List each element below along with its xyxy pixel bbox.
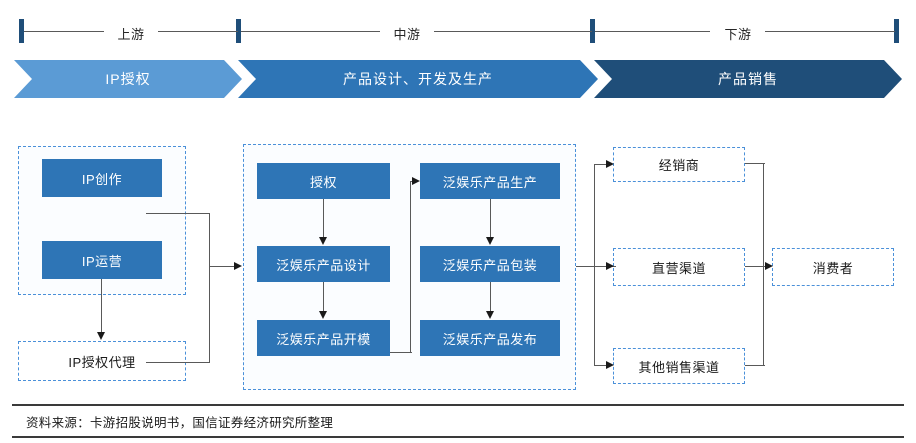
connector-channel-distribution-spine bbox=[594, 164, 596, 366]
ruler-line-seg1-left bbox=[24, 31, 104, 32]
ruler-line-seg3-left bbox=[595, 31, 710, 32]
stage-label: 产品销售 bbox=[718, 71, 778, 87]
ruler-line-seg2-left bbox=[241, 31, 380, 32]
arrow-to-other-channel bbox=[606, 361, 614, 369]
node-label: 泛娱乐产品包装 bbox=[442, 257, 538, 273]
ruler-label-downstream: 下游 bbox=[724, 27, 752, 42]
ruler-label-midstream: 中游 bbox=[393, 27, 421, 42]
node-consumer[interactable]: 消费者 bbox=[772, 248, 894, 286]
node-label: 直营渠道 bbox=[651, 260, 706, 276]
stage-chevron-product-design[interactable]: 产品设计、开发及生产 bbox=[238, 60, 598, 98]
connector-to-distributor bbox=[594, 164, 610, 166]
node-product-molding[interactable]: 泛娱乐产品开模 bbox=[257, 320, 390, 356]
arrow-upstream-to-midstream bbox=[234, 262, 242, 270]
connector-packaging-to-release bbox=[490, 282, 492, 312]
connector-upstream-bracket bbox=[209, 213, 211, 363]
node-label: 泛娱乐产品设计 bbox=[276, 257, 371, 273]
arrow-to-distributor bbox=[606, 160, 614, 168]
connector-upstream-bottom-lead bbox=[146, 362, 210, 364]
arrow-operation-to-agent bbox=[97, 332, 105, 340]
ruler-tick-1 bbox=[236, 19, 241, 43]
arrow-packaging-to-release bbox=[486, 311, 494, 319]
node-product-design[interactable]: 泛娱乐产品设计 bbox=[257, 246, 390, 282]
ruler-tick-start bbox=[19, 19, 24, 43]
node-label: IP授权代理 bbox=[68, 354, 136, 370]
node-product-release[interactable]: 泛娱乐产品发布 bbox=[420, 320, 560, 356]
node-label: 经销商 bbox=[658, 158, 700, 173]
node-label: 泛娱乐产品发布 bbox=[442, 331, 538, 347]
node-direct-channel[interactable]: 直营渠道 bbox=[613, 248, 745, 286]
connector-distributor-lead bbox=[745, 163, 765, 165]
node-ip-operation[interactable]: IP运营 bbox=[42, 241, 162, 279]
node-label: 授权 bbox=[309, 174, 337, 190]
stage-label: IP授权 bbox=[105, 71, 151, 87]
node-distributor[interactable]: 经销商 bbox=[613, 147, 745, 182]
node-licensing[interactable]: 授权 bbox=[257, 163, 390, 199]
node-product-manufacturing[interactable]: 泛娱乐产品生产 bbox=[420, 163, 560, 199]
ruler-line-seg2-right bbox=[434, 31, 592, 32]
connector-midstream-to-channels bbox=[576, 266, 616, 268]
connector-molding-lead bbox=[390, 352, 412, 354]
connector-to-other-channel bbox=[594, 365, 610, 367]
stage-chevron-ip-licensing[interactable]: IP授权 bbox=[14, 60, 242, 98]
connector-upstream-to-midstream bbox=[209, 266, 237, 268]
node-ip-license-agent[interactable]: IP授权代理 bbox=[18, 341, 186, 381]
node-label: 其他销售渠道 bbox=[638, 359, 720, 375]
arrow-manufacturing-to-packaging bbox=[486, 237, 494, 245]
connector-manufacturing-to-packaging bbox=[490, 199, 492, 238]
ruler-line-seg1-right bbox=[158, 31, 238, 32]
stage-chevron-product-sales[interactable]: 产品销售 bbox=[594, 60, 902, 98]
arrow-to-direct-channel bbox=[606, 262, 614, 270]
ruler-label-upstream: 上游 bbox=[117, 27, 145, 42]
footer-divider-bottom bbox=[12, 436, 904, 438]
ruler-tick-2 bbox=[590, 19, 595, 43]
footer-divider-top bbox=[12, 404, 904, 406]
connector-operation-to-agent bbox=[101, 279, 103, 333]
node-label: 泛娱乐产品生产 bbox=[442, 174, 538, 190]
connector-consumer-spine bbox=[763, 163, 765, 366]
arrow-molding-to-manufacturing bbox=[412, 177, 420, 185]
arrow-to-consumer bbox=[765, 262, 773, 270]
connector-licensing-to-design bbox=[323, 199, 325, 238]
connector-upstream-top-lead bbox=[146, 213, 210, 215]
node-ip-creation[interactable]: IP创作 bbox=[42, 159, 162, 197]
connector-design-to-molding bbox=[323, 282, 325, 312]
arrow-licensing-to-design bbox=[319, 237, 327, 245]
stage-label: 产品设计、开发及生产 bbox=[343, 71, 493, 87]
ruler-line-seg3-right bbox=[765, 31, 895, 32]
node-label: IP运营 bbox=[81, 253, 123, 269]
node-label: IP创作 bbox=[81, 171, 123, 187]
connector-molding-riser bbox=[410, 181, 412, 353]
node-other-sales-channel[interactable]: 其他销售渠道 bbox=[613, 348, 745, 384]
node-label: 泛娱乐产品开模 bbox=[276, 331, 371, 347]
ruler-tick-end bbox=[894, 19, 899, 43]
node-product-packaging[interactable]: 泛娱乐产品包装 bbox=[420, 246, 560, 282]
source-note: 资料来源：卡游招股说明书，国信证券经济研究所整理 bbox=[26, 416, 334, 430]
connector-other-channel-lead bbox=[745, 365, 765, 367]
arrow-design-to-molding bbox=[319, 311, 327, 319]
node-label: 消费者 bbox=[812, 260, 854, 276]
connector-to-consumer bbox=[745, 266, 769, 268]
